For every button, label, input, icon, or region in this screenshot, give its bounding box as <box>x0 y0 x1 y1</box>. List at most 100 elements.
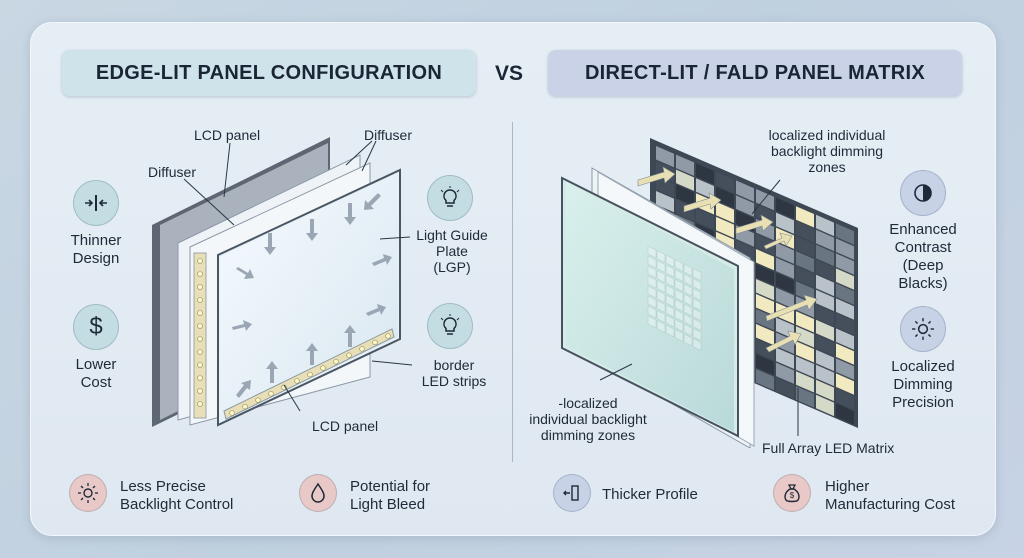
light-arrows <box>232 193 392 398</box>
led-zone <box>656 146 674 168</box>
led-zone <box>796 251 814 273</box>
leader-lines <box>599 179 799 436</box>
lcd-zone-cell <box>665 274 675 288</box>
led-zone <box>716 186 734 209</box>
led-zone <box>776 287 794 309</box>
led-zone <box>716 201 734 224</box>
led-zone <box>776 257 794 279</box>
led-dot <box>346 352 352 358</box>
led-zone <box>676 169 694 191</box>
led-dot <box>359 346 365 352</box>
led-zone <box>816 364 834 387</box>
led-dot <box>197 388 203 394</box>
led-dot <box>372 339 378 346</box>
led-dot <box>255 397 261 403</box>
led-zone <box>776 242 794 264</box>
lcd-panel-top-label: LCD panel <box>194 127 261 143</box>
led-dot <box>268 391 274 397</box>
led-zone <box>836 238 854 260</box>
led-zone <box>836 298 854 320</box>
led-zone <box>776 197 794 219</box>
led-zone <box>696 163 714 185</box>
lcd-zone-cell <box>647 305 657 319</box>
lcd-zone-cell <box>674 269 684 282</box>
bottom-led-dots <box>229 333 391 416</box>
lcd-zone-cell <box>665 304 675 318</box>
led-zone <box>756 354 774 376</box>
led-zone <box>776 377 794 399</box>
led-zone <box>716 216 734 239</box>
led-dot <box>197 336 203 342</box>
led-zone <box>836 358 854 380</box>
led-zone <box>776 212 794 234</box>
leader-lines <box>183 140 413 412</box>
led-dot <box>197 310 203 316</box>
lcd-zone-cell <box>692 268 702 281</box>
contrast-icon <box>900 170 946 216</box>
led-zone <box>836 343 854 365</box>
lcd-zone-cell <box>656 290 666 303</box>
money-bag-icon: $ <box>773 474 811 512</box>
lcd-zone-cell <box>647 245 657 259</box>
diffuser-left-label: Diffuser <box>148 164 196 180</box>
led-dot <box>229 410 235 416</box>
led-zone <box>796 266 814 288</box>
center-divider <box>512 122 513 462</box>
lcd-zone-cell <box>656 310 666 323</box>
led-zone <box>796 386 814 408</box>
lcd-zone-cell <box>683 323 693 337</box>
vs-label: VS <box>495 62 524 85</box>
led-zone <box>736 240 754 262</box>
direct-lit-header: DIRECT-LIT / FALD PANEL MATRIX <box>548 50 962 96</box>
lgp-face <box>220 173 398 421</box>
led-dot <box>333 358 339 365</box>
lcd-zone-cell <box>674 329 684 342</box>
led-zone <box>796 341 814 363</box>
lcd-zone-cell <box>647 255 657 269</box>
lcd-zone-cell <box>692 328 702 341</box>
led-zone <box>796 296 814 318</box>
led-zone <box>776 362 794 384</box>
lcd-zone-cell <box>692 288 702 301</box>
lcd-zone-cell <box>683 283 693 297</box>
led-zone <box>816 304 834 327</box>
led-zone <box>816 244 834 267</box>
led-zone <box>776 347 794 369</box>
lcd-zone-cell <box>665 284 675 298</box>
lcd-zone-cell <box>674 299 684 312</box>
led-zone <box>836 403 854 425</box>
light-arrows <box>637 166 818 353</box>
led-dot <box>197 271 203 277</box>
led-zone <box>756 324 774 346</box>
led-zone <box>816 214 834 237</box>
led-zone <box>796 206 814 228</box>
lcd-zone-cell <box>665 294 675 308</box>
led-zone <box>816 394 834 417</box>
led-zone <box>656 176 674 198</box>
lcd-zone-cell <box>647 315 657 329</box>
lcd-zone-grid <box>647 245 702 351</box>
lcd-zone-cell <box>683 263 693 277</box>
led-zone <box>836 223 854 245</box>
lcd-zone-cell <box>674 309 684 322</box>
led-zone <box>756 339 774 361</box>
led-zone <box>836 283 854 305</box>
lcd-zone-cell <box>656 300 666 313</box>
direct-lit-diagram <box>561 138 858 448</box>
lcd-zone-cell <box>692 338 702 351</box>
lcd-zone-cell <box>647 285 657 299</box>
led-zone <box>836 268 854 290</box>
led-zone <box>736 180 754 202</box>
lcd-panel-bottom-label: LCD panel <box>312 418 379 434</box>
led-zone <box>816 289 834 312</box>
led-zone <box>836 373 854 395</box>
edge-lit-header: EDGE-LIT PANEL CONFIGURATION <box>62 50 476 96</box>
led-zone <box>796 311 814 333</box>
bulb-icon <box>427 303 473 349</box>
lcd-zone-cell <box>656 320 666 333</box>
